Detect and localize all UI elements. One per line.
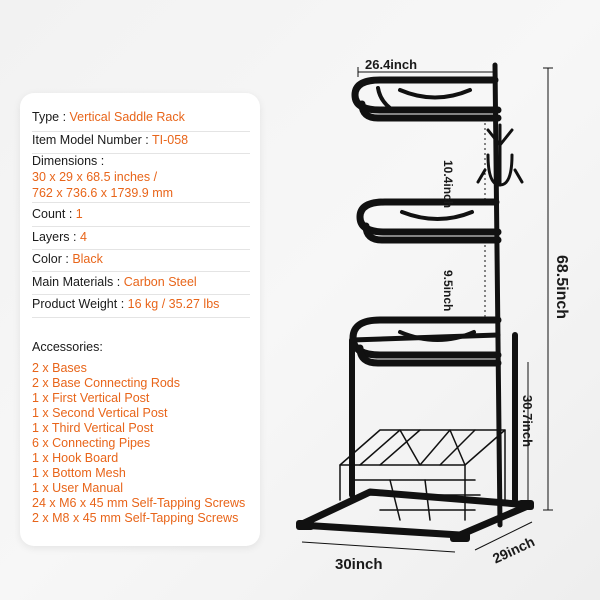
saddle-rack-illustration — [296, 62, 553, 553]
accessory-item: 1 x User Manual — [32, 481, 124, 495]
accessory-item: 24 x M6 x 45 mm Self-Tapping Screws — [32, 496, 246, 510]
dim-top-width: 26.4inch — [365, 57, 418, 72]
hook-board — [476, 123, 524, 187]
spec-value: 4 — [79, 230, 87, 244]
divider — [32, 294, 250, 295]
spec-value: Black — [72, 252, 103, 266]
accessory-item: 2 x Bases — [32, 361, 87, 375]
spec-label: Dimensions : — [32, 154, 105, 168]
accessory-item: 1 x Second Vertical Post — [32, 406, 168, 420]
divider — [32, 249, 250, 250]
spec-value-mm: 762 x 736.6 x 1739.9 mm — [32, 186, 174, 200]
dim-base-height: 30.7inch — [520, 395, 535, 448]
spec-value: Carbon Steel — [123, 275, 197, 289]
divider — [32, 153, 250, 154]
base-pads — [296, 500, 534, 542]
spec-color: Color : Black — [32, 251, 250, 267]
spec-count: Count : 1 — [32, 206, 250, 222]
spec-dimensions: Dimensions : 30 x 29 x 68.5 inches / 762… — [32, 153, 250, 201]
spec-value: 1 — [75, 207, 83, 221]
accessories-list: 2 x Bases 2 x Base Connecting Rods 1 x F… — [32, 361, 245, 526]
accessory-item: 2 x Base Connecting Rods — [32, 376, 181, 390]
spec-label: Type : — [32, 110, 67, 124]
accessories-title: Accessories: — [32, 340, 103, 354]
accessory-item: 1 x Third Vertical Post — [32, 421, 154, 435]
bottom-mesh — [339, 429, 506, 521]
spec-label: Product Weight : — [32, 297, 125, 311]
base-frame — [296, 488, 534, 539]
divider — [32, 271, 250, 272]
dim-base-width: 30inch — [335, 556, 383, 573]
saddle-arm-top — [351, 76, 502, 122]
accessory-item: 6 x Connecting Pipes — [32, 436, 151, 450]
spec-materials: Main Materials : Carbon Steel — [32, 274, 250, 290]
spec-layers: Layers : 4 — [32, 229, 250, 245]
spec-value: TI-058 — [151, 133, 189, 147]
spec-value: Vertical Saddle Rack — [69, 110, 185, 124]
divider — [32, 317, 250, 318]
spec-weight: Product Weight : 16 kg / 35.27 lbs — [32, 296, 250, 312]
spec-value: 16 kg / 35.27 lbs — [127, 297, 220, 311]
dim-total-height: 68.5inch — [553, 255, 570, 320]
dim-gap-2: 9.5inch — [441, 270, 455, 312]
saddle-arm-middle — [356, 198, 502, 244]
accessory-item: 1 x First Vertical Post — [32, 391, 150, 405]
accessory-item: 1 x Bottom Mesh — [32, 466, 126, 480]
divider — [32, 131, 250, 132]
divider — [32, 226, 250, 227]
spec-label: Count : — [32, 207, 73, 221]
dim-gap-1: 10.4inch — [441, 160, 455, 209]
divider — [32, 202, 250, 203]
spec-value: 30 x 29 x 68.5 inches / — [32, 170, 158, 184]
accessory-item: 1 x Hook Board — [32, 451, 119, 465]
spec-label: Item Model Number : — [32, 133, 149, 147]
spec-type: Type : Vertical Saddle Rack — [32, 109, 250, 125]
spec-model: Item Model Number : TI-058 — [32, 132, 250, 148]
spec-label: Color : — [32, 252, 69, 266]
spec-label: Main Materials : — [32, 275, 121, 289]
specs-card: Type : Vertical Saddle Rack Item Model N… — [20, 93, 260, 546]
spec-label: Layers : — [32, 230, 77, 244]
dimension-lines — [301, 67, 553, 553]
accessory-item: 2 x M8 x 45 mm Self-Tapping Screws — [32, 511, 239, 525]
